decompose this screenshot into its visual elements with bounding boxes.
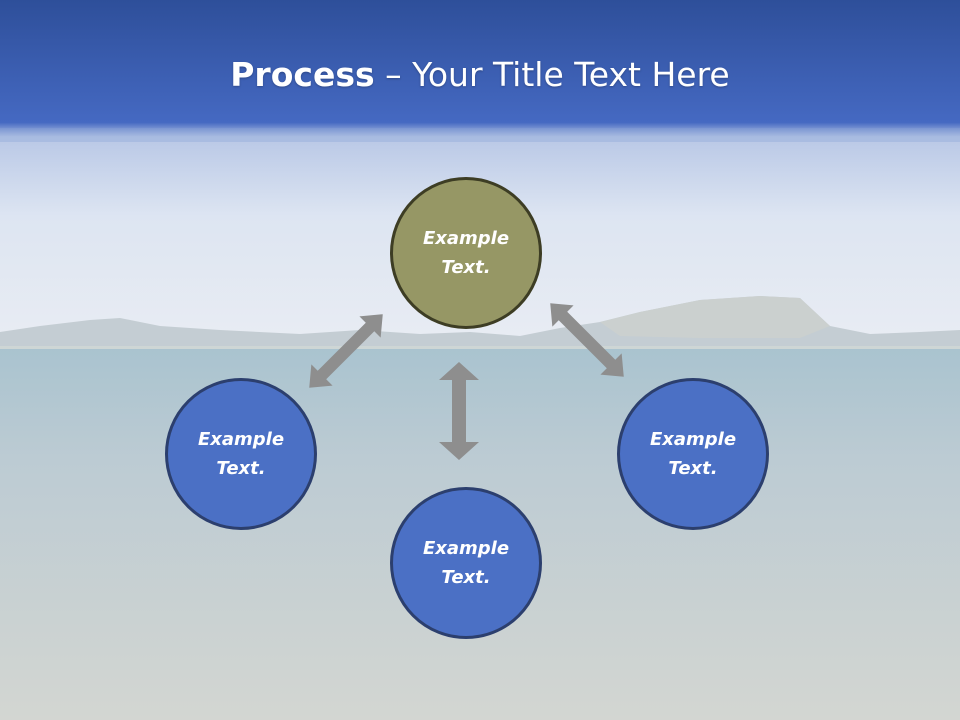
slide-title: Process – Your Title Text Here [0,50,960,100]
node-top-label: Example Text. [422,228,510,278]
arrow-top-right [550,303,624,377]
process-node-top: Example Text. [390,177,542,329]
node-bottom-label: Example Text. [422,538,510,588]
node-right-label: Example Text. [649,429,737,479]
title-rest: Your Title Text Here [412,55,730,94]
process-node-left: Example Text. [165,378,317,530]
node-left-label: Example Text. [197,429,285,479]
process-node-right: Example Text. [617,378,769,530]
arrow-vertical [439,362,479,460]
title-dash: – [374,55,413,94]
process-node-bottom: Example Text. [390,487,542,639]
title-bold-part: Process [230,55,375,94]
arrow-top-left [309,314,383,388]
